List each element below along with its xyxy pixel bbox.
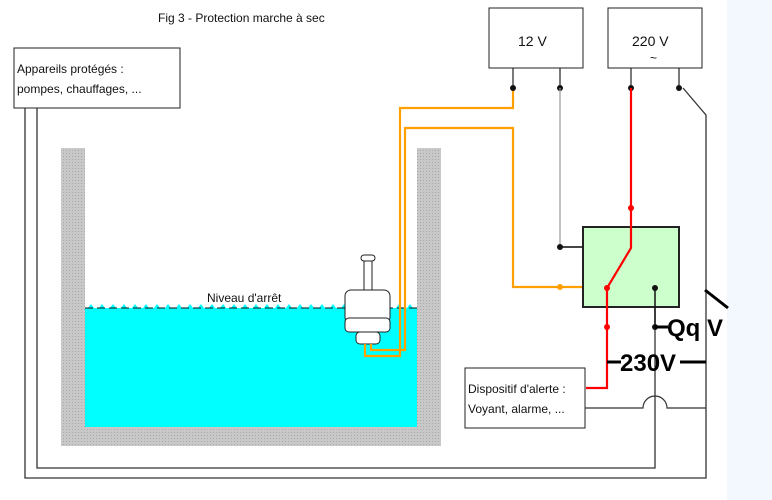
wave-crest (297, 304, 303, 308)
side-panel (727, 0, 772, 500)
protected-devices-box: Appareils protégés : pompes, chauffages,… (13, 47, 181, 109)
return-wire-outer (24, 87, 707, 479)
power-junction-top (628, 205, 634, 211)
stop-level-label: Niveau d'arrêt (207, 291, 282, 305)
wave-crest (132, 304, 138, 308)
wave-crest (110, 304, 116, 308)
supply-12v-label: 12 V (518, 33, 547, 49)
alert-device-box: Dispositif d'alerte : Voyant, alarme, ..… (464, 367, 586, 429)
wave-crest (264, 304, 270, 308)
protected-devices-line1: Appareils protégés : (17, 62, 124, 76)
supply-12v-box: 12 V (488, 7, 584, 91)
wave-crest (99, 304, 105, 308)
alert-device-line1: Dispositif d'alerte : (468, 382, 566, 396)
alert-return-wire (585, 395, 706, 409)
return-wire-inner (36, 108, 656, 469)
wave-crest (209, 304, 215, 308)
wave-crest (407, 304, 413, 308)
wave-crest (187, 304, 193, 308)
wave-crest (330, 304, 336, 308)
annotation-stroke (704, 288, 729, 310)
wave-crest (231, 304, 237, 308)
supply-220v-label: 220 V (632, 33, 669, 49)
wave-crest (154, 304, 160, 308)
signal-wire-a (363, 88, 515, 358)
supply-220v-box: 220 V ~ (607, 7, 703, 91)
alert-device-line2: Voyant, alarme, ... (468, 402, 565, 416)
wave-crest (308, 304, 314, 308)
switch-pivot (604, 285, 610, 291)
wave-crest (165, 304, 171, 308)
annotation-qq-v: Qq V (667, 315, 723, 342)
wave-crest (253, 304, 259, 308)
power-junction-bottom (604, 324, 610, 330)
coil-junction (557, 244, 563, 250)
wave-crest (121, 304, 127, 308)
float-switch-icon (344, 254, 391, 345)
ac-symbol: ~ (650, 51, 657, 65)
wave-crest (319, 304, 325, 308)
protected-devices-line2: pompes, chauffages, ... (17, 82, 142, 96)
wave-crest (176, 304, 182, 308)
signal-junction (557, 284, 563, 290)
tank-floor (61, 427, 441, 446)
wave-crest (198, 304, 204, 308)
wave-crest (143, 304, 149, 308)
wave-crest (275, 304, 281, 308)
figure-title: Fig 3 - Protection marche à sec (158, 11, 325, 25)
tank-wall-right (417, 148, 441, 446)
wave-crest (88, 304, 94, 308)
signal-wire-b (369, 126, 583, 352)
wave-crest (242, 304, 248, 308)
relay-contact (652, 285, 658, 291)
tank-wall-left (61, 148, 85, 446)
wave-crest (220, 304, 226, 308)
neutral-wire-12v (559, 88, 583, 248)
annotation-230v: 230V (620, 350, 676, 377)
wave-crest (286, 304, 292, 308)
